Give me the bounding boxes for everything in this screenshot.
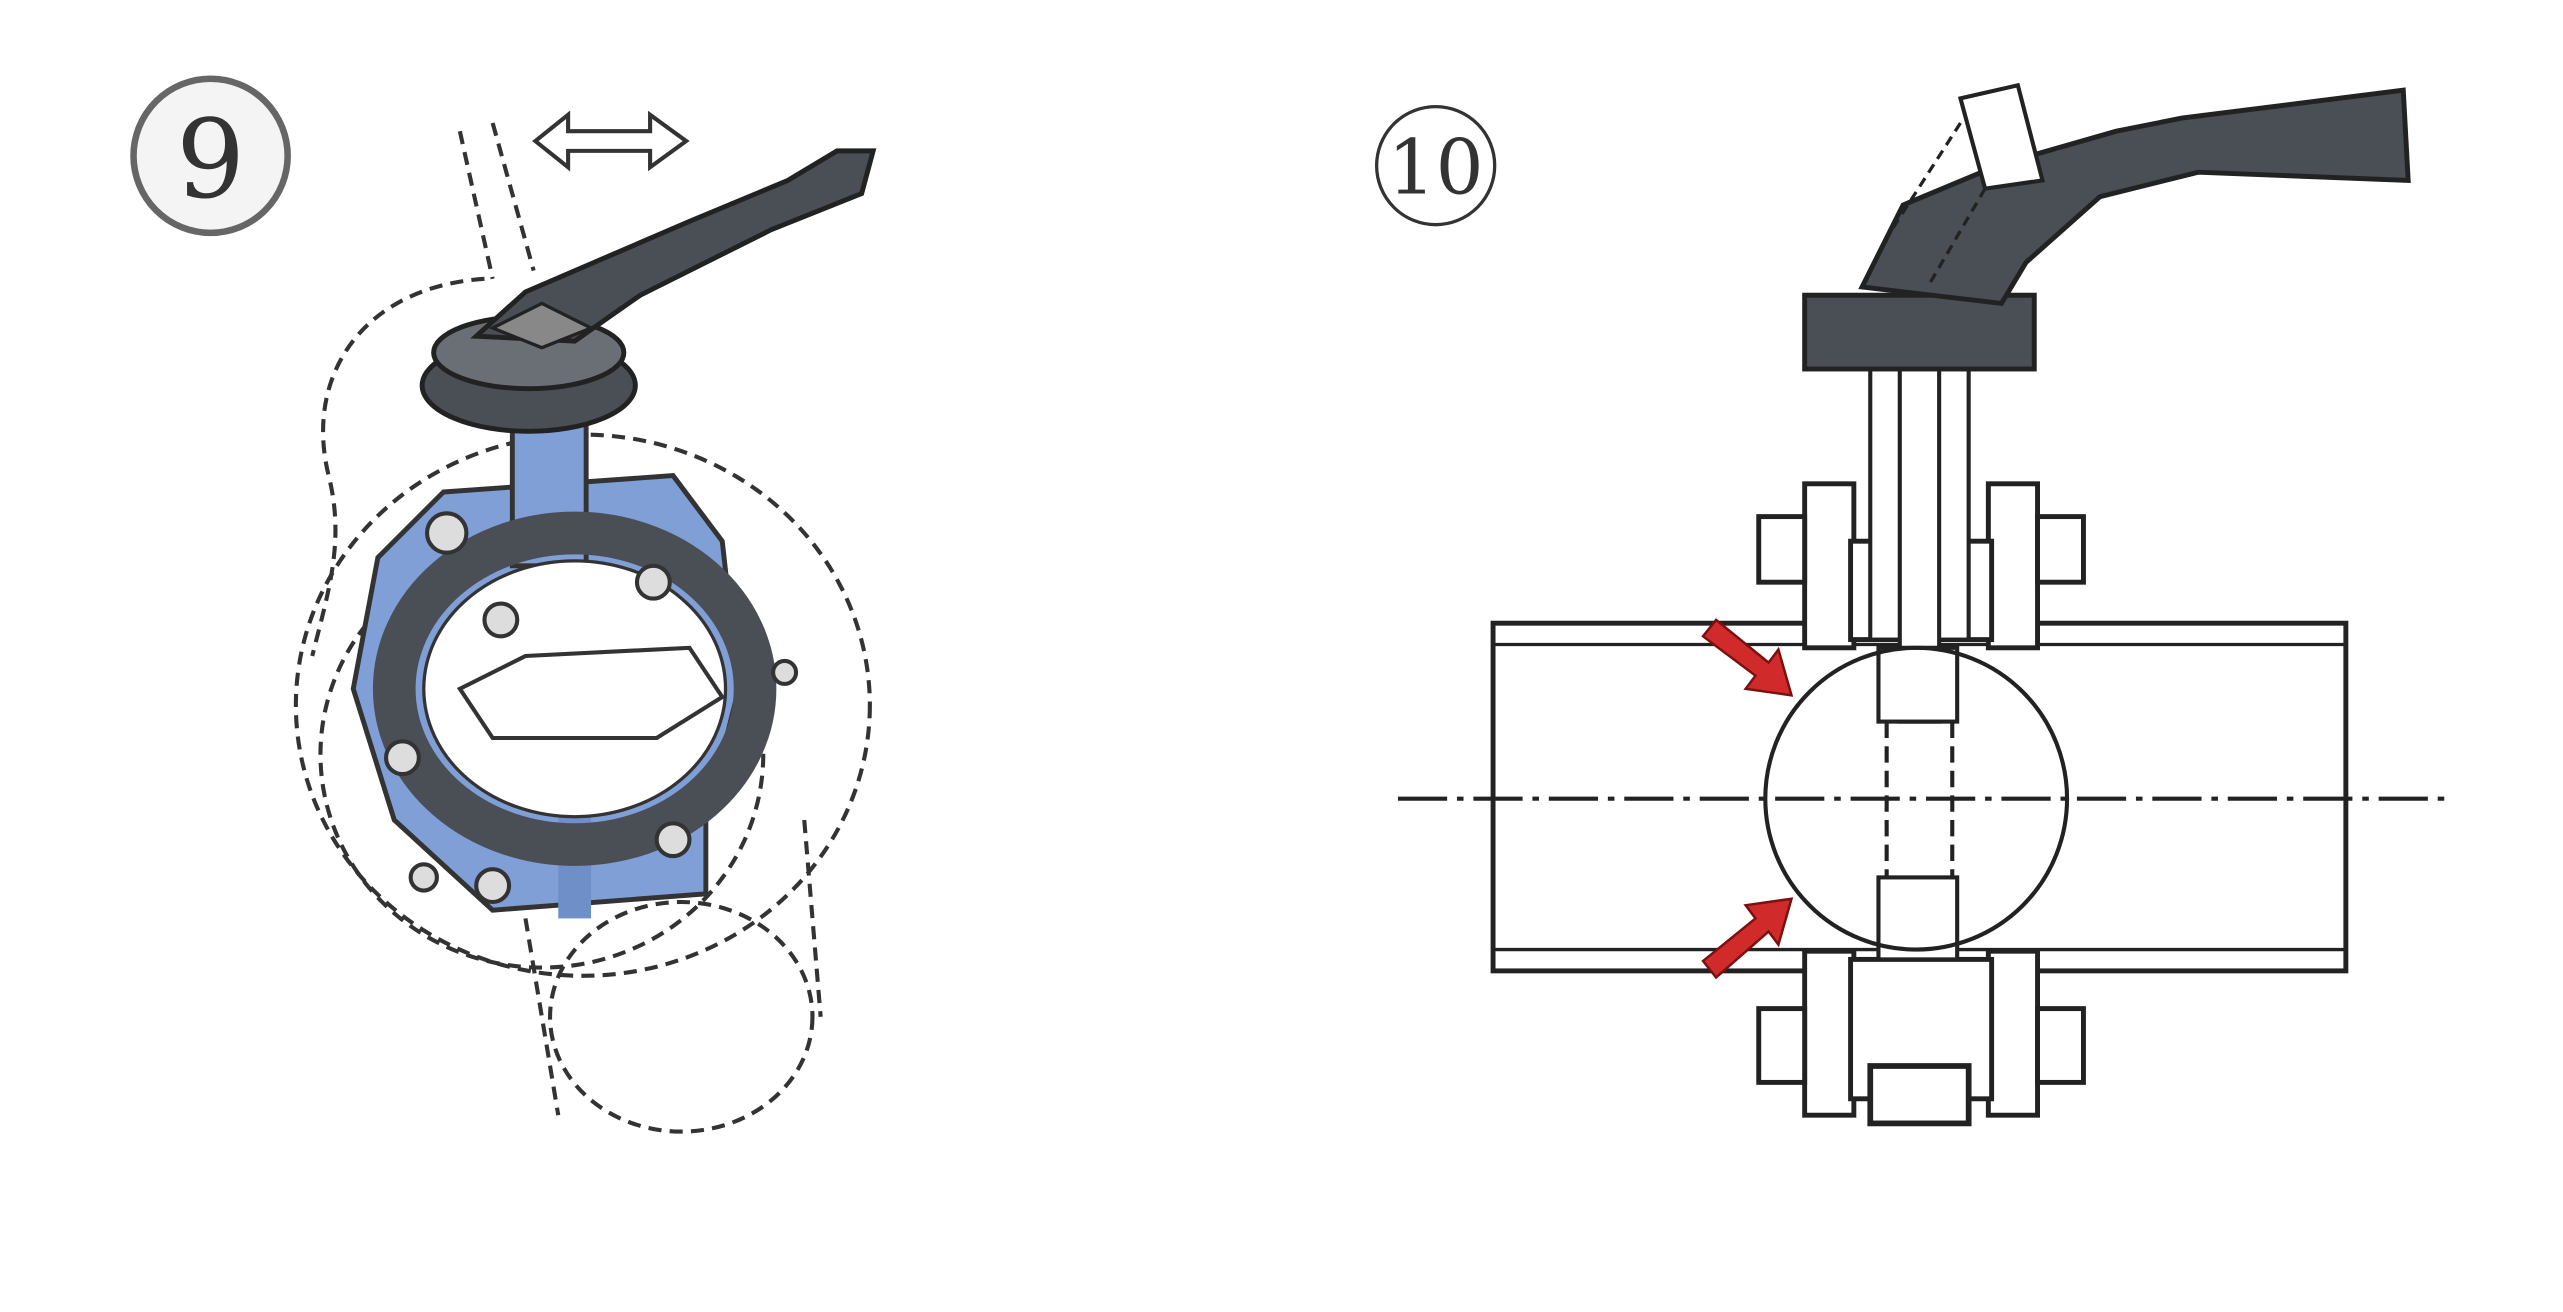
- step-10-panel: 10: [1374, 82, 2453, 1127]
- red-arrow-icons: [1701, 618, 1794, 980]
- valve-disc: [372, 511, 777, 866]
- valve-disc-circle: [1763, 645, 2070, 952]
- step-9-badge: 9: [130, 75, 291, 237]
- step-10-number: 10: [1388, 124, 1484, 212]
- valve-handle: [419, 148, 877, 434]
- step-9-number: 9: [176, 97, 245, 223]
- step-10-badge: 10: [1374, 104, 1497, 227]
- bolts: [384, 511, 799, 905]
- rotate-arrow-icon: [532, 110, 690, 172]
- step-9-panel: 9: [130, 75, 877, 1134]
- top-plate-handle: [1802, 82, 2411, 372]
